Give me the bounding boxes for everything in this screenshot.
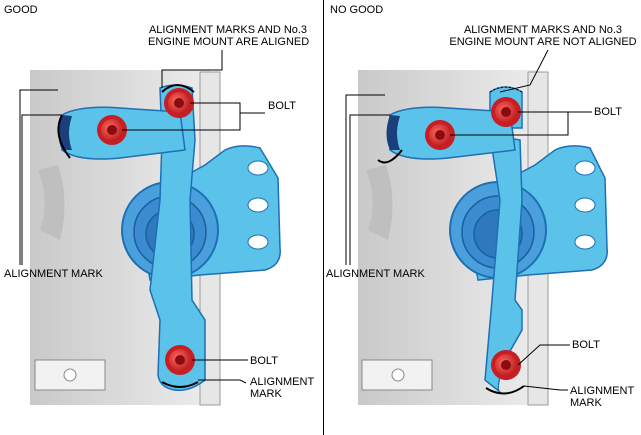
alignment-mark-lower-line-2: MARK: [250, 388, 282, 400]
alignment-mark-label: ALIGNMENT MARK: [326, 268, 425, 280]
bolt-lower-label: BOLT: [250, 355, 278, 367]
no-good-panel: NO GOOD ALIGNMENT MARKS AND No.3 ENGINE …: [324, 0, 641, 435]
alignment-mark-left-arc: [377, 149, 403, 164]
alignment-mark-lower-arc: [485, 385, 525, 395]
alignment-mark-left-arc: [57, 114, 71, 159]
callout-top: ALIGNMENT MARKS AND No.3 ENGINE MOUNT AR…: [448, 24, 638, 48]
alignment-mark-lower-line-2: MARK: [570, 397, 602, 409]
bolt-upper-label: BOLT: [594, 106, 622, 118]
alignment-mark-lower-arc: [161, 381, 199, 388]
panel-header: GOOD: [4, 4, 38, 16]
callout-top-line-1: ALIGNMENT MARKS AND No.3: [148, 24, 308, 36]
callout-top: ALIGNMENT MARKS AND No.3 ENGINE MOUNT AR…: [148, 24, 310, 48]
panel-divider: [323, 0, 324, 435]
alignment-mark-lower-label: ALIGNMENT MARK: [250, 376, 314, 400]
callout-top-line-2: ENGINE MOUNT ARE ALIGNED: [148, 36, 310, 48]
alignment-mark-top-arc: [161, 84, 195, 93]
alignment-mark-lower-line-1: ALIGNMENT: [570, 385, 635, 397]
alignment-mark-lower-line-1: ALIGNMENT: [250, 376, 315, 388]
no-good-panel-art: [345, 49, 608, 406]
callout-top-line-1: ALIGNMENT MARKS AND No.3: [463, 24, 623, 36]
bolt-upper-label: BOLT: [268, 100, 296, 112]
callout-top-line-2: ENGINE MOUNT ARE NOT ALIGNED: [449, 36, 637, 48]
alignment-mark-top-arc: [489, 86, 523, 93]
panel-header: NO GOOD: [330, 4, 384, 16]
alignment-mark-label: ALIGNMENT MARK: [4, 268, 103, 280]
good-panel: GOOD ALIGNMENT MARKS AND No.3 ENGINE MOU…: [4, 4, 314, 400]
alignment-mark-lower-label: ALIGNMENT MARK: [570, 385, 634, 409]
good-panel-art: [19, 50, 281, 406]
bolt-lower-label: BOLT: [572, 339, 600, 351]
